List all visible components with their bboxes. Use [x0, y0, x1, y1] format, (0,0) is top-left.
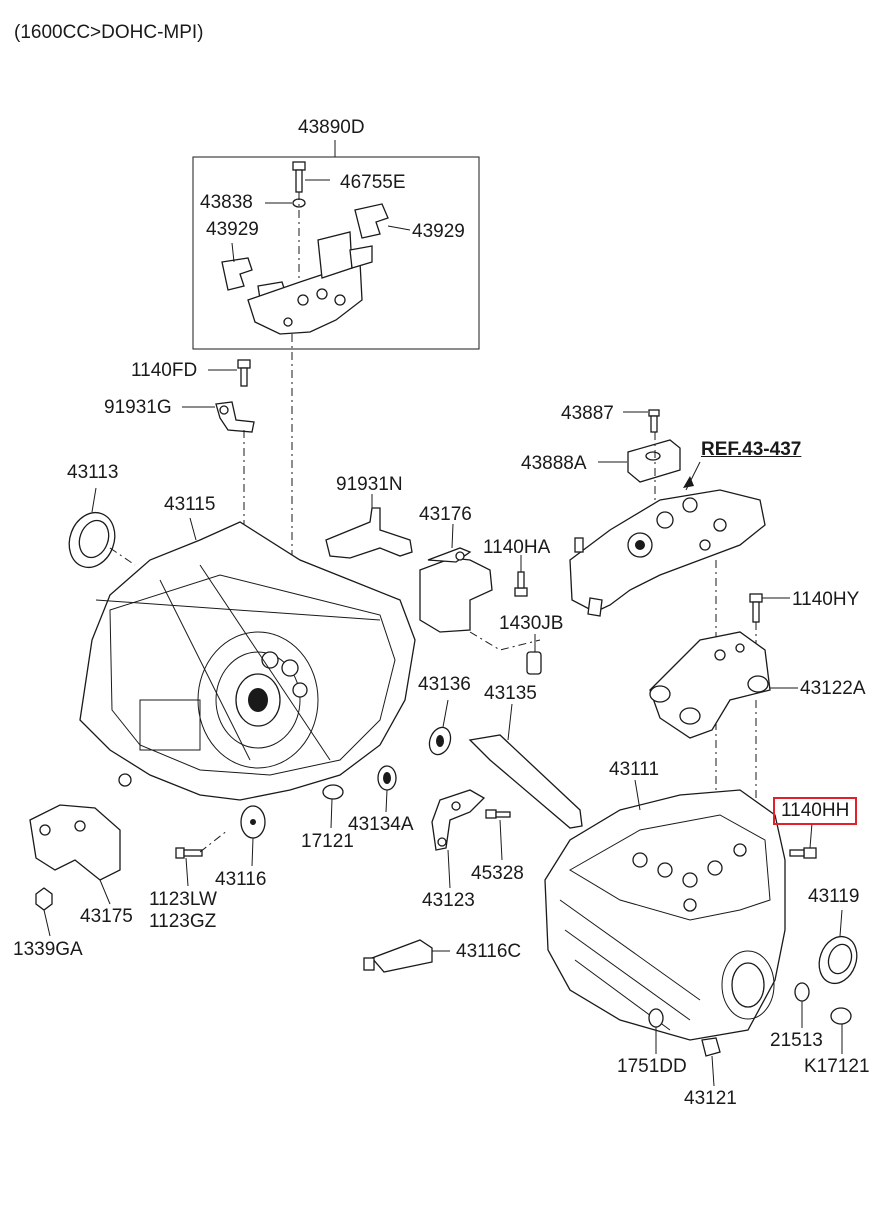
- bracket-91931N-drawing: [325, 494, 413, 559]
- part-label-1430JB[interactable]: 1430JB: [499, 613, 564, 634]
- part-label-43115[interactable]: 43115: [164, 494, 216, 515]
- bolt-1140HH-drawing: [789, 822, 817, 859]
- bracket-43175-drawing: [29, 804, 121, 905]
- part-label-43135[interactable]: 43135: [484, 683, 537, 704]
- shift-control-assembly-drawing: [569, 461, 766, 617]
- bracket-43123-drawing: [431, 789, 486, 889]
- part-label-43122A[interactable]: 43122A: [800, 678, 866, 699]
- part-label-43929-right[interactable]: 43929: [412, 221, 465, 242]
- seal-43119-drawing: [818, 909, 858, 985]
- mount-43122A-drawing: [649, 631, 798, 739]
- part-label-43119[interactable]: 43119: [808, 886, 860, 907]
- part-label-43890D[interactable]: 43890D: [298, 117, 365, 138]
- seal-43136-drawing: [428, 699, 452, 756]
- reference-label-43-437[interactable]: REF.43-437: [701, 439, 802, 460]
- part-label-1751DD[interactable]: 1751DD: [617, 1056, 687, 1077]
- part-label-1140HY[interactable]: 1140HY: [792, 589, 860, 610]
- bolt-1140HY-drawing: [749, 593, 790, 623]
- part-label-43888A[interactable]: 43888A: [521, 453, 587, 474]
- rail-43135-drawing: [468, 703, 583, 829]
- part-label-43113[interactable]: 43113: [67, 462, 119, 483]
- seal-43134A-drawing: [377, 765, 397, 813]
- part-label-21513[interactable]: 21513: [770, 1030, 823, 1051]
- plug-43121-drawing: [701, 1037, 721, 1087]
- part-label-43929-left[interactable]: 43929: [206, 219, 259, 240]
- bolt-45328-drawing: [485, 809, 511, 861]
- nut-43838-drawing: [265, 198, 306, 208]
- bolt-1140HA-drawing: [514, 555, 528, 597]
- ring-1751DD-drawing: [648, 1008, 664, 1054]
- bracket-plate-drawing: [247, 231, 373, 335]
- bracket-43176-drawing: [419, 523, 541, 651]
- part-label-43116[interactable]: 43116: [215, 869, 267, 890]
- bolt-1123LW-drawing: [175, 829, 229, 887]
- part-label-1339GA[interactable]: 1339GA: [13, 939, 83, 960]
- bolt-43887-drawing: [623, 409, 660, 433]
- clip-43929-right-drawing: [354, 203, 411, 239]
- part-label-1123GZ[interactable]: 1123GZ: [149, 911, 217, 932]
- nut-1339GA-drawing: [35, 887, 53, 937]
- seal-43113-drawing: [68, 487, 136, 569]
- part-label-43136[interactable]: 43136: [418, 674, 471, 695]
- sensor-43116C-drawing: [363, 939, 450, 973]
- part-label-43887[interactable]: 43887: [561, 403, 614, 424]
- part-label-1123LW[interactable]: 1123LW: [149, 889, 217, 910]
- part-label-91931G[interactable]: 91931G: [104, 397, 172, 418]
- part-label-43123[interactable]: 43123: [422, 890, 475, 911]
- bolt-46755E-drawing: [292, 161, 330, 193]
- bracket-91931G-drawing: [182, 401, 255, 433]
- oring-17121-drawing: [322, 784, 344, 829]
- part-label-43176[interactable]: 43176: [419, 504, 472, 525]
- part-label-1140FD[interactable]: 1140FD: [131, 360, 198, 381]
- part-label-46755E[interactable]: 46755E: [340, 172, 406, 193]
- bracket-assembly-frame: [192, 156, 480, 350]
- transmission-case-43111-drawing: [544, 779, 786, 1041]
- bolt-1140FD-drawing: [208, 359, 251, 387]
- clutch-housing-43115-drawing: [79, 517, 416, 801]
- part-label-43134A[interactable]: 43134A: [348, 814, 414, 835]
- part-label-91931N[interactable]: 91931N: [336, 474, 403, 495]
- plug-K17121-drawing: [830, 1007, 852, 1054]
- pin-1430JB-drawing: [526, 634, 542, 675]
- block-43888A-drawing: [598, 439, 681, 483]
- part-label-43111[interactable]: 43111: [609, 759, 660, 780]
- part-label-43175[interactable]: 43175: [80, 906, 133, 927]
- clip-43929-left-drawing: [221, 242, 253, 291]
- part-label-1140HA[interactable]: 1140HA: [483, 537, 551, 558]
- part-label-43116C[interactable]: 43116C: [456, 941, 522, 962]
- ring-21513-drawing: [794, 982, 810, 1028]
- part-label-1140HH-highlighted[interactable]: 1140HH: [773, 797, 858, 825]
- part-label-43838[interactable]: 43838: [200, 192, 253, 213]
- part-label-45328[interactable]: 45328: [471, 863, 524, 884]
- engine-spec-title: (1600CC>DOHC-MPI): [14, 22, 204, 43]
- part-label-17121[interactable]: 17121: [301, 831, 354, 852]
- plate-43116-drawing: [240, 805, 266, 867]
- part-label-K17121[interactable]: K17121: [804, 1056, 870, 1077]
- part-label-43121[interactable]: 43121: [684, 1088, 737, 1109]
